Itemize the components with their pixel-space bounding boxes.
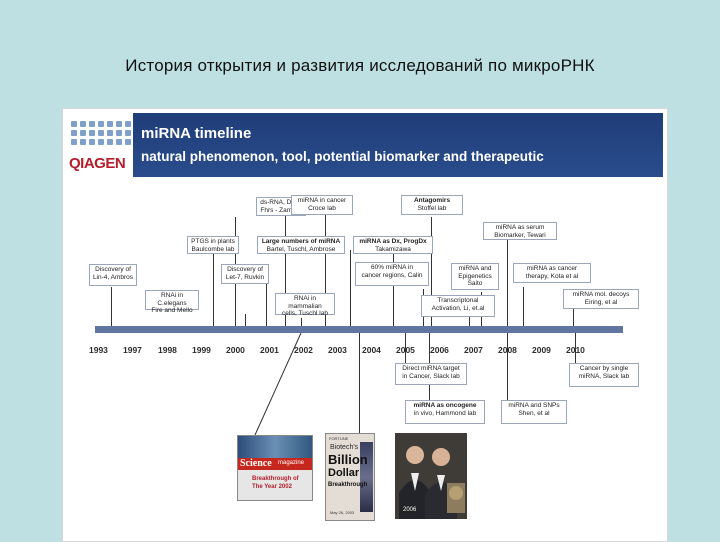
connector [266, 282, 267, 327]
fortune-side-image [360, 442, 373, 512]
connector [245, 314, 246, 327]
year-label: 2002 [294, 345, 313, 355]
connector [507, 333, 508, 400]
year-label: 2008 [498, 345, 517, 355]
year-label: 2004 [362, 345, 381, 355]
connector [213, 254, 214, 327]
connector [301, 318, 302, 327]
year-label: 2005 [396, 345, 415, 355]
connector [111, 287, 112, 327]
logo-dot-grid [71, 121, 131, 149]
timeline-panel: QIAGEN miRNA timeline natural phenomenon… [62, 108, 668, 542]
nobel-laureates-photo: 2006 [395, 433, 467, 519]
year-label: 1997 [123, 345, 142, 355]
qiagen-logo: QIAGEN [67, 113, 131, 177]
connector [350, 250, 351, 327]
timeline-axis [95, 326, 623, 333]
year-label: 2001 [260, 345, 279, 355]
year-label: 2009 [532, 345, 551, 355]
connector [507, 240, 508, 327]
connector-diagonal [254, 332, 302, 436]
connector [285, 215, 286, 327]
year-label: 2000 [226, 345, 245, 355]
science-brand: Science magazine [238, 458, 312, 470]
year-label: 2003 [328, 345, 347, 355]
connector [393, 250, 394, 327]
science-magazine-cover: Science magazine Breakthrough of The Yea… [237, 435, 313, 501]
connector [431, 217, 432, 327]
year-label: 2007 [464, 345, 483, 355]
logo-text: QIAGEN [69, 155, 126, 172]
panel-header: QIAGEN miRNA timeline natural phenomenon… [63, 109, 667, 181]
slide-title: История открытия и развития исследований… [125, 56, 595, 75]
photo-caption: 2006 [401, 507, 419, 513]
laureates-image [395, 433, 467, 519]
science-cover-image [238, 436, 312, 458]
year-label: 1999 [192, 345, 211, 355]
connector [359, 333, 360, 433]
year-label: 2010 [566, 345, 585, 355]
connector [469, 312, 470, 327]
connector [405, 333, 406, 363]
connector [575, 333, 576, 363]
connector [523, 287, 524, 327]
fortune-magazine-cover: FORTUNE Biotech's Billion Dollar Breakth… [325, 433, 375, 521]
header-band: miRNA timeline natural phenomenon, tool,… [133, 113, 663, 177]
year-label: 1998 [158, 345, 177, 355]
connector [573, 305, 574, 327]
header-subtitle: natural phenomenon, tool, potential biom… [141, 149, 544, 164]
year-label: 2006 [430, 345, 449, 355]
connector [325, 210, 326, 327]
header-title: miRNA timeline [141, 125, 252, 142]
year-label: 1993 [89, 345, 108, 355]
